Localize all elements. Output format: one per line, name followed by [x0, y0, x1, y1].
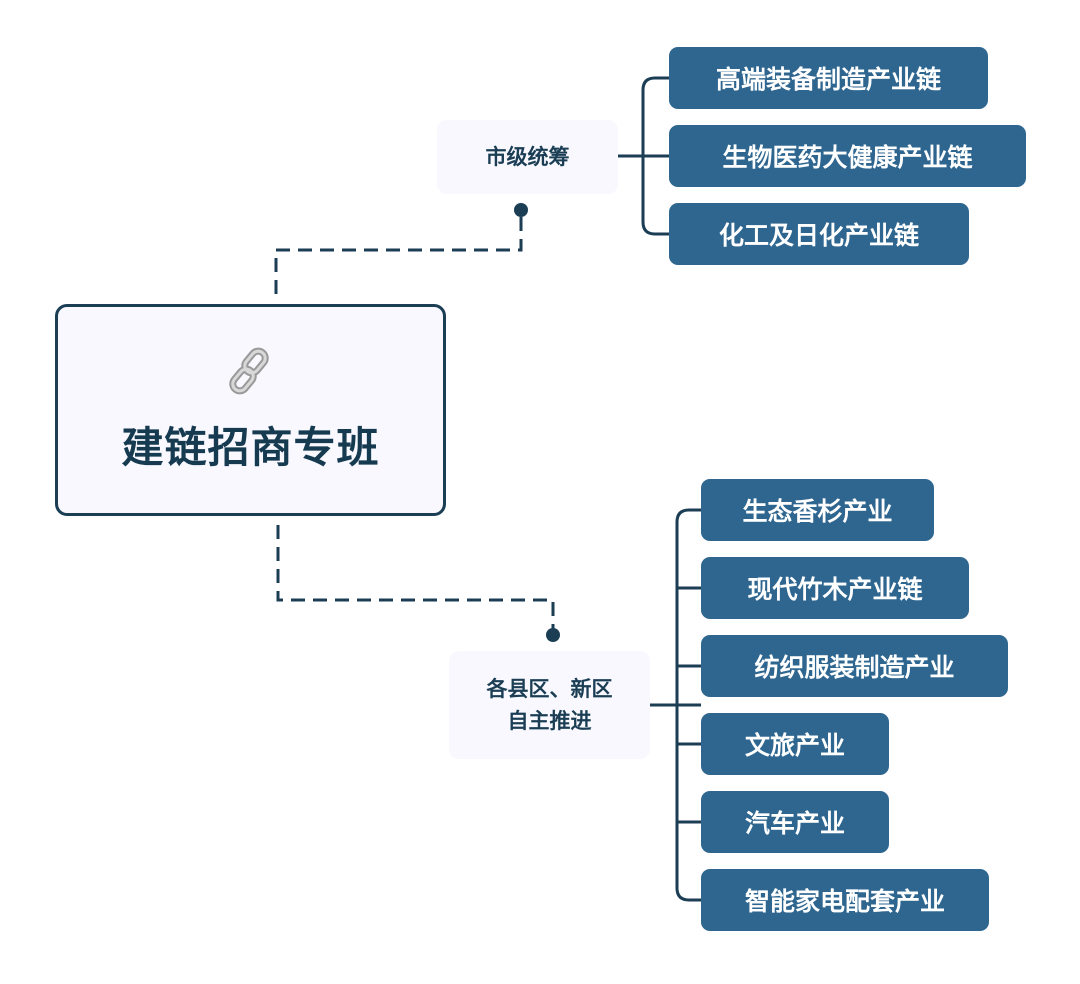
branch-label: 市级统筹: [485, 145, 570, 169]
leaf-label: 智能家电配套产业: [744, 887, 945, 916]
leaf-node: 现代竹木产业链: [701, 557, 969, 619]
branch-label-line1: 各县区、新区: [486, 677, 613, 701]
leaf-label: 化工及日化产业链: [718, 221, 919, 250]
tree-connector-bottom: [650, 508, 701, 902]
leaf-node: 汽车产业: [701, 791, 889, 853]
leaf-node: 高端装备制造产业链: [669, 47, 988, 109]
leaf-node: 纺织服装制造产业: [701, 635, 1008, 697]
root-title: 建链招商专班: [121, 422, 380, 472]
connector-dot-bottom: [546, 628, 560, 642]
leaf-node: 生态香杉产业: [701, 479, 934, 541]
leaf-node: 文旅产业: [701, 713, 889, 775]
leaf-label: 纺织服装制造产业: [754, 653, 955, 682]
branch-city: 市级统筹: [437, 120, 618, 194]
branch-label-line2: 自主推进: [507, 709, 592, 733]
connector-dot-top: [514, 203, 528, 217]
leaf-label: 生态香杉产业: [742, 497, 893, 526]
dashed-connector-top: [274, 212, 523, 294]
branch-counties: 各县区、新区 自主推进: [449, 651, 650, 759]
leaf-label: 文旅产业: [744, 731, 845, 760]
leaf-node: 智能家电配套产业: [701, 869, 989, 931]
leaf-node: 化工及日化产业链: [669, 203, 969, 265]
leaf-node: 生物医药大健康产业链: [669, 125, 1026, 187]
leaf-label: 高端装备制造产业链: [715, 65, 941, 94]
leaf-label: 汽车产业: [744, 809, 845, 838]
dashed-connector-bottom: [276, 525, 555, 633]
leaf-label: 生物医药大健康产业链: [722, 143, 973, 172]
link-chain-icon: [228, 347, 269, 394]
tree-connector-top: [618, 76, 669, 236]
leaf-label: 现代竹木产业链: [747, 575, 923, 604]
root-node: 建链招商专班: [55, 304, 446, 516]
